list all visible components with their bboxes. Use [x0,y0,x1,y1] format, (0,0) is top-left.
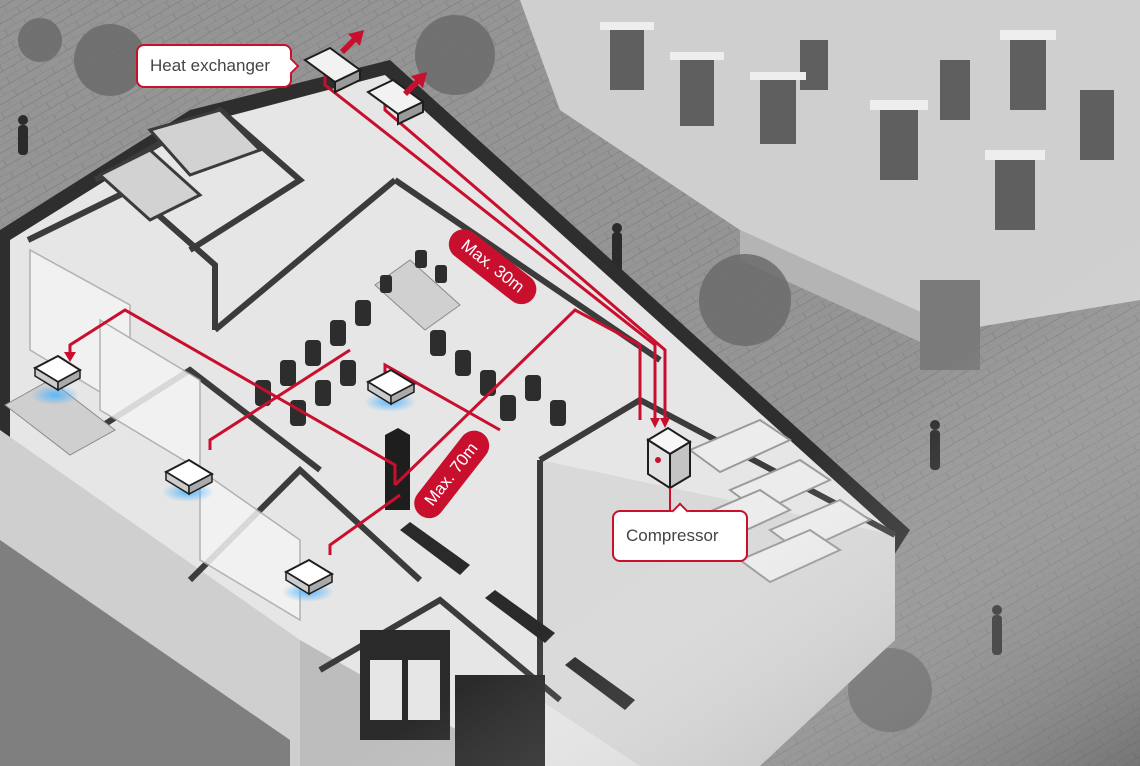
compressor-label: Compressor [612,510,748,562]
heat-exchanger-text: Heat exchanger [150,56,271,75]
heat-exchanger-label: Heat exchanger [136,44,292,88]
compressor-text: Compressor [626,526,719,545]
